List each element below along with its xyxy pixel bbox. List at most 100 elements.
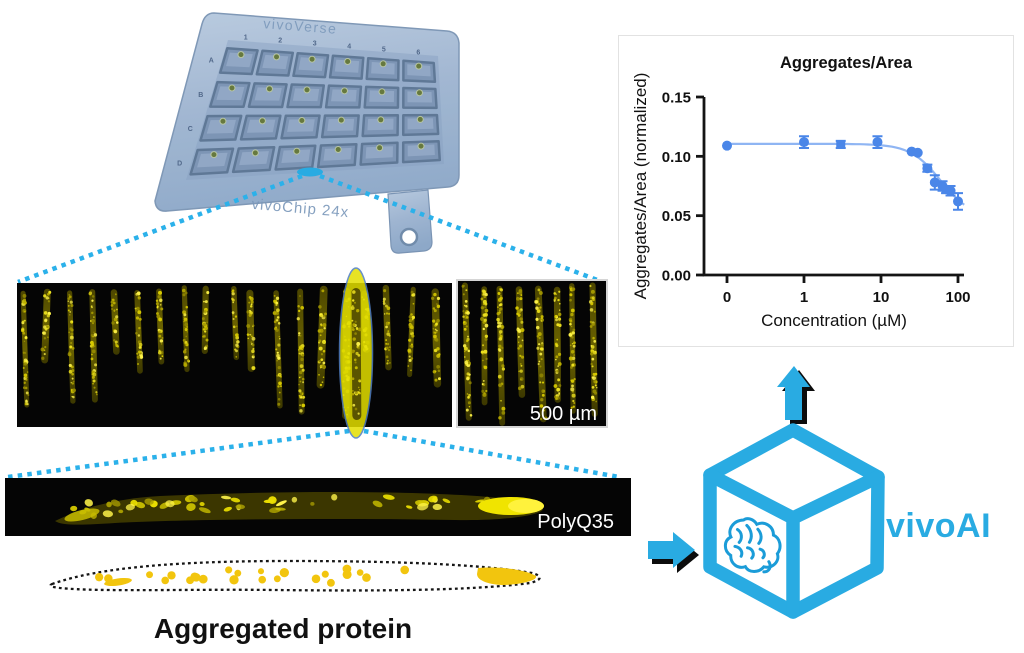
worm [534,285,548,423]
worm-speckle [468,373,471,376]
worm-speckle [434,328,437,331]
worm-speckle [407,348,412,353]
cube-inner-edges [703,468,885,619]
worm-speckle [22,320,25,323]
worm-speckle [570,325,573,328]
worm-speckle [299,364,304,369]
worm-speckle [186,359,190,362]
worm-speckle [537,302,541,306]
worm-speckle [434,331,437,334]
worm-speckle [408,358,412,362]
data-point [929,177,940,188]
aggregate-blobs [70,493,521,519]
worm-speckle [183,320,185,323]
worm-speckle [590,289,595,294]
worm-speckle [246,324,251,328]
worm-speckle [571,343,574,345]
aggregate-dot [234,569,242,577]
worm-speckle [275,303,278,307]
worm-speckle [383,313,386,315]
worm-speckle [319,328,324,333]
worm-speckle [355,326,359,330]
worm-speckle [322,361,326,365]
strip-worms [20,284,442,420]
worm-speckle [544,416,548,421]
aggregate-blob [331,493,338,501]
worm-speckle [434,338,439,342]
worm-speckle [555,397,558,401]
x-tick-label: 0 [723,289,731,306]
worm-speckle [572,405,575,408]
worm-speckle [186,331,189,333]
worm-speckle [385,355,389,359]
worm-speckle [483,318,487,322]
worm-speckle [467,401,471,405]
data-point [799,137,809,148]
plate-well-inner [226,52,253,68]
worm-speckle [555,355,559,359]
worm-speckle [45,296,49,300]
worm-speckle [234,348,236,351]
plate-well-port [308,55,316,63]
worm-speckle [203,310,207,314]
worm-speckle [516,292,519,295]
worm-speckle [407,365,410,367]
plate-well-port [258,117,266,125]
worm-speckle [273,320,277,324]
worm-speckle [593,310,596,313]
worm-speckle [249,305,253,308]
worm-speckle [231,311,235,314]
worm-speckle [540,343,544,347]
worm-speckle [501,411,506,415]
worm-speckle [22,331,26,335]
y-tick-label: 0.00 [662,268,691,285]
worm-speckle [48,297,50,300]
worm-speckle [47,336,49,338]
worm-speckle [111,321,115,325]
worm-speckle [408,355,411,358]
plate-well-port [237,51,245,59]
plate-well-inner [281,149,311,163]
worm-speckle [250,303,253,306]
worm-speckle [155,302,159,306]
worm-speckle [156,314,161,319]
worm-speckle [277,366,281,370]
plate-well-port [298,117,306,125]
data-point [953,196,963,207]
worm-speckle [540,398,544,402]
worm-speckle [135,309,137,312]
worm-speckle [593,339,597,343]
worm-speckle [467,359,470,362]
worm-speckle [485,389,488,393]
worm-head-core [508,499,544,513]
worm-speckle [499,303,502,307]
worm-speckle [68,363,72,368]
worm-speckle [43,352,46,356]
worm-speckle [462,315,465,318]
aggregate-blob [291,496,298,503]
worm-speckle [297,348,300,351]
aggregate-blob [125,503,135,511]
worm-speckle [158,349,161,352]
worm-speckle [252,324,255,327]
worm-outline-dotted [49,559,541,592]
worm-speckle [357,346,361,350]
worm-speckle [465,289,468,292]
worm-speckle [535,325,540,330]
worm-speckle [481,383,484,386]
worm-speckle [41,356,45,360]
worm-speckle [388,321,390,324]
plate-well-port [303,86,311,94]
worm-speckle [110,304,114,307]
aggregate-blob [276,500,287,507]
aggregate-blob [106,501,112,508]
segmentation-caption: Aggregated protein [154,613,412,644]
worm-speckle [497,374,502,379]
worm-speckle [517,347,520,350]
plate-well-inner [246,119,276,133]
aggregate-blob [102,510,114,518]
worm-speckle [412,302,415,305]
worm-speckle [385,342,388,345]
worm-speckle [482,290,487,294]
